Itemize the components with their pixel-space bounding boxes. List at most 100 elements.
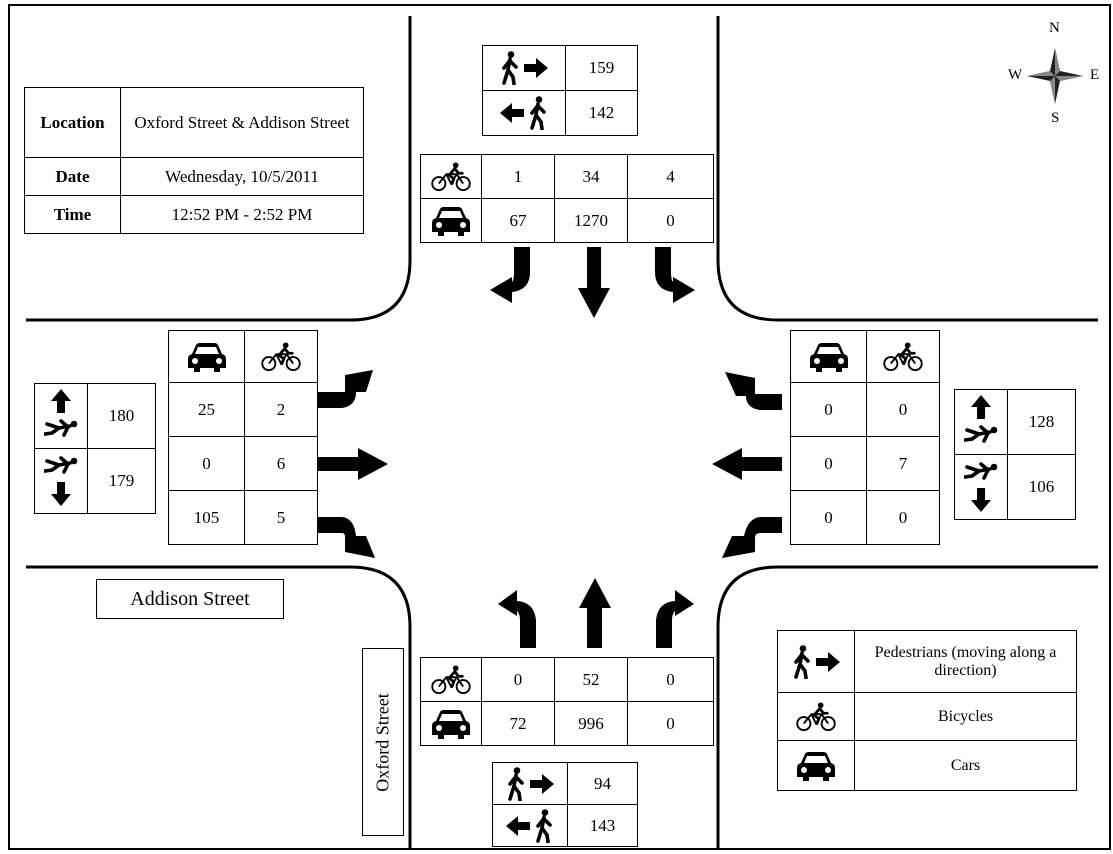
straight-arrow-north bbox=[578, 247, 610, 318]
north-car-left: 0 bbox=[627, 198, 714, 243]
north-ped-east-value: 159 bbox=[565, 45, 638, 91]
road-edge-nw bbox=[26, 16, 412, 322]
turn-arrow-east-left bbox=[722, 517, 782, 558]
east-bike-icon-cell bbox=[866, 330, 940, 383]
south-car-icon-cell bbox=[420, 701, 482, 746]
car-icon bbox=[432, 709, 470, 739]
west-ped-north-icon-cell bbox=[34, 383, 88, 449]
south-ped-east-value: 94 bbox=[567, 762, 638, 805]
bicycle-icon bbox=[430, 664, 472, 695]
straight-arrow-south bbox=[579, 578, 611, 648]
west-car-icon-cell bbox=[168, 330, 245, 383]
south-ped-west-icon-cell bbox=[492, 804, 568, 847]
east-car-through: 0 bbox=[790, 436, 867, 491]
south-bike-right: 0 bbox=[627, 657, 714, 702]
car-icon bbox=[797, 751, 835, 781]
east-vehicle-table: 0 0 0 7 0 0 bbox=[790, 330, 940, 545]
pedestrian-arrow-icon bbox=[794, 644, 840, 679]
north-car-icon-cell bbox=[420, 198, 482, 243]
info-value-time: 12:52 PM - 2:52 PM bbox=[120, 195, 364, 234]
compass-east-label: E bbox=[1090, 67, 1100, 83]
south-ped-east-icon-cell bbox=[492, 762, 568, 805]
turn-arrow-west-right bbox=[318, 517, 375, 558]
info-value-date: Wednesday, 10/5/2011 bbox=[120, 157, 364, 196]
east-ped-north-value: 128 bbox=[1007, 389, 1076, 455]
west-vehicle-table: 25 2 0 6 105 5 bbox=[168, 330, 318, 545]
legend-car-text: Cars bbox=[854, 740, 1077, 791]
west-bike-left: 2 bbox=[244, 382, 318, 437]
road-edge-ne bbox=[716, 16, 1098, 322]
info-label-time: Time bbox=[24, 195, 121, 234]
south-pedestrian-table: 94 143 bbox=[492, 762, 638, 847]
compass-north-label: N bbox=[1049, 20, 1060, 36]
east-pedestrian-table: 128 106 bbox=[954, 389, 1076, 520]
south-car-through: 996 bbox=[554, 701, 628, 746]
north-car-through: 1270 bbox=[554, 198, 628, 243]
south-bike-through: 52 bbox=[554, 657, 628, 702]
west-ped-south-value: 179 bbox=[87, 448, 156, 514]
pedestrian-up-icon bbox=[44, 389, 78, 437]
bicycle-icon bbox=[882, 341, 924, 372]
north-bike-icon-cell bbox=[420, 154, 482, 199]
west-bike-through: 6 bbox=[244, 436, 318, 491]
south-bike-icon-cell bbox=[420, 657, 482, 702]
east-ped-north-icon-cell bbox=[954, 389, 1008, 455]
info-table: Location Oxford Street & Addison Street … bbox=[24, 87, 364, 234]
turn-arrow-west-left bbox=[318, 370, 373, 408]
compass-west-label: W bbox=[1008, 67, 1023, 83]
pedestrian-right-icon bbox=[508, 766, 554, 801]
west-car-left: 25 bbox=[168, 382, 245, 437]
south-bike-left: 0 bbox=[481, 657, 555, 702]
east-bike-through: 7 bbox=[866, 436, 940, 491]
road-edge-se bbox=[716, 565, 1098, 848]
west-bike-right: 5 bbox=[244, 490, 318, 545]
east-ped-south-value: 106 bbox=[1007, 454, 1076, 520]
oxford-street-label: Oxford Street bbox=[362, 648, 404, 836]
east-car-right: 0 bbox=[790, 382, 867, 437]
west-ped-north-value: 180 bbox=[87, 383, 156, 449]
turn-arrow-east-right bbox=[725, 372, 782, 410]
north-car-right: 67 bbox=[481, 198, 555, 243]
north-bike-through: 34 bbox=[554, 154, 628, 199]
oxford-street-text: Oxford Street bbox=[372, 692, 393, 792]
east-bike-right: 0 bbox=[866, 382, 940, 437]
legend-bike-icon-cell bbox=[777, 692, 855, 741]
west-ped-south-icon-cell bbox=[34, 448, 88, 514]
turn-arrow-north-left bbox=[655, 247, 695, 303]
pedestrian-down-icon bbox=[44, 455, 78, 506]
legend-table: Pedestrians (moving along a direction) B… bbox=[777, 630, 1077, 791]
bicycle-icon bbox=[430, 161, 472, 192]
west-car-right: 105 bbox=[168, 490, 245, 545]
compass-rose: N S E W bbox=[1005, 20, 1105, 130]
addison-street-label: Addison Street bbox=[96, 579, 284, 619]
east-ped-south-icon-cell bbox=[954, 454, 1008, 520]
south-ped-west-value: 143 bbox=[567, 804, 638, 847]
pedestrian-left-icon bbox=[500, 96, 546, 130]
north-pedestrian-table: 159 142 bbox=[482, 45, 638, 136]
turn-arrow-north-right bbox=[490, 247, 530, 303]
compass-south-label: S bbox=[1051, 110, 1060, 126]
south-car-right: 0 bbox=[627, 701, 714, 746]
addison-street-text: Addison Street bbox=[130, 587, 250, 610]
pedestrian-left-icon bbox=[506, 808, 552, 843]
west-pedestrian-table: 180 179 bbox=[34, 383, 156, 514]
info-value-location: Oxford Street & Addison Street bbox=[120, 87, 364, 158]
south-car-left: 72 bbox=[481, 701, 555, 746]
road-edge-sw bbox=[26, 565, 412, 848]
straight-arrow-west bbox=[318, 448, 388, 480]
turn-arrow-south-right bbox=[656, 590, 694, 648]
pedestrian-down-icon bbox=[964, 461, 998, 512]
legend-ped-icon-cell bbox=[777, 630, 855, 693]
legend-car-icon-cell bbox=[777, 740, 855, 791]
car-icon bbox=[432, 206, 470, 236]
ped-east-icon-cell bbox=[482, 45, 566, 91]
info-label-location: Location bbox=[24, 87, 121, 158]
pedestrian-up-icon bbox=[964, 395, 998, 443]
west-bike-icon-cell bbox=[244, 330, 318, 383]
north-ped-west-value: 142 bbox=[565, 90, 638, 136]
east-car-left: 0 bbox=[790, 490, 867, 545]
straight-arrow-east bbox=[712, 448, 782, 480]
turn-arrow-south-left bbox=[498, 590, 536, 648]
pedestrian-right-icon bbox=[502, 51, 548, 85]
